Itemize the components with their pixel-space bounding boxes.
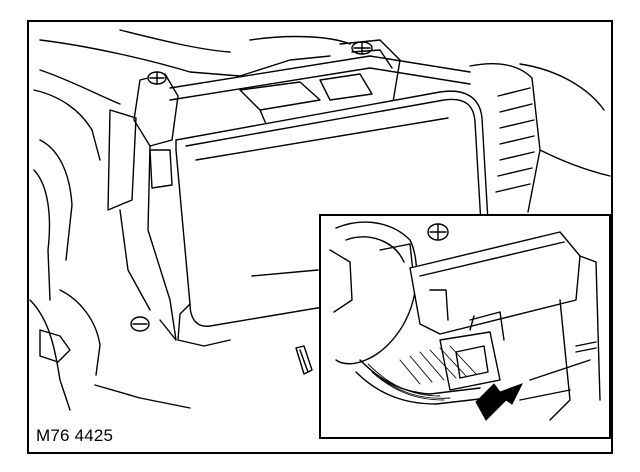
detail-inset — [319, 214, 611, 439]
callout-leader-line — [251, 269, 319, 277]
figure-reference-code: M76 4425 — [36, 426, 114, 445]
body-panel-outline — [29, 29, 351, 411]
mounting-bracket — [107, 73, 179, 341]
arrow-icon — [475, 383, 524, 421]
bolt-lower-left — [130, 316, 150, 332]
grille-slats — [469, 63, 611, 213]
bolt-top-left — [147, 71, 167, 85]
